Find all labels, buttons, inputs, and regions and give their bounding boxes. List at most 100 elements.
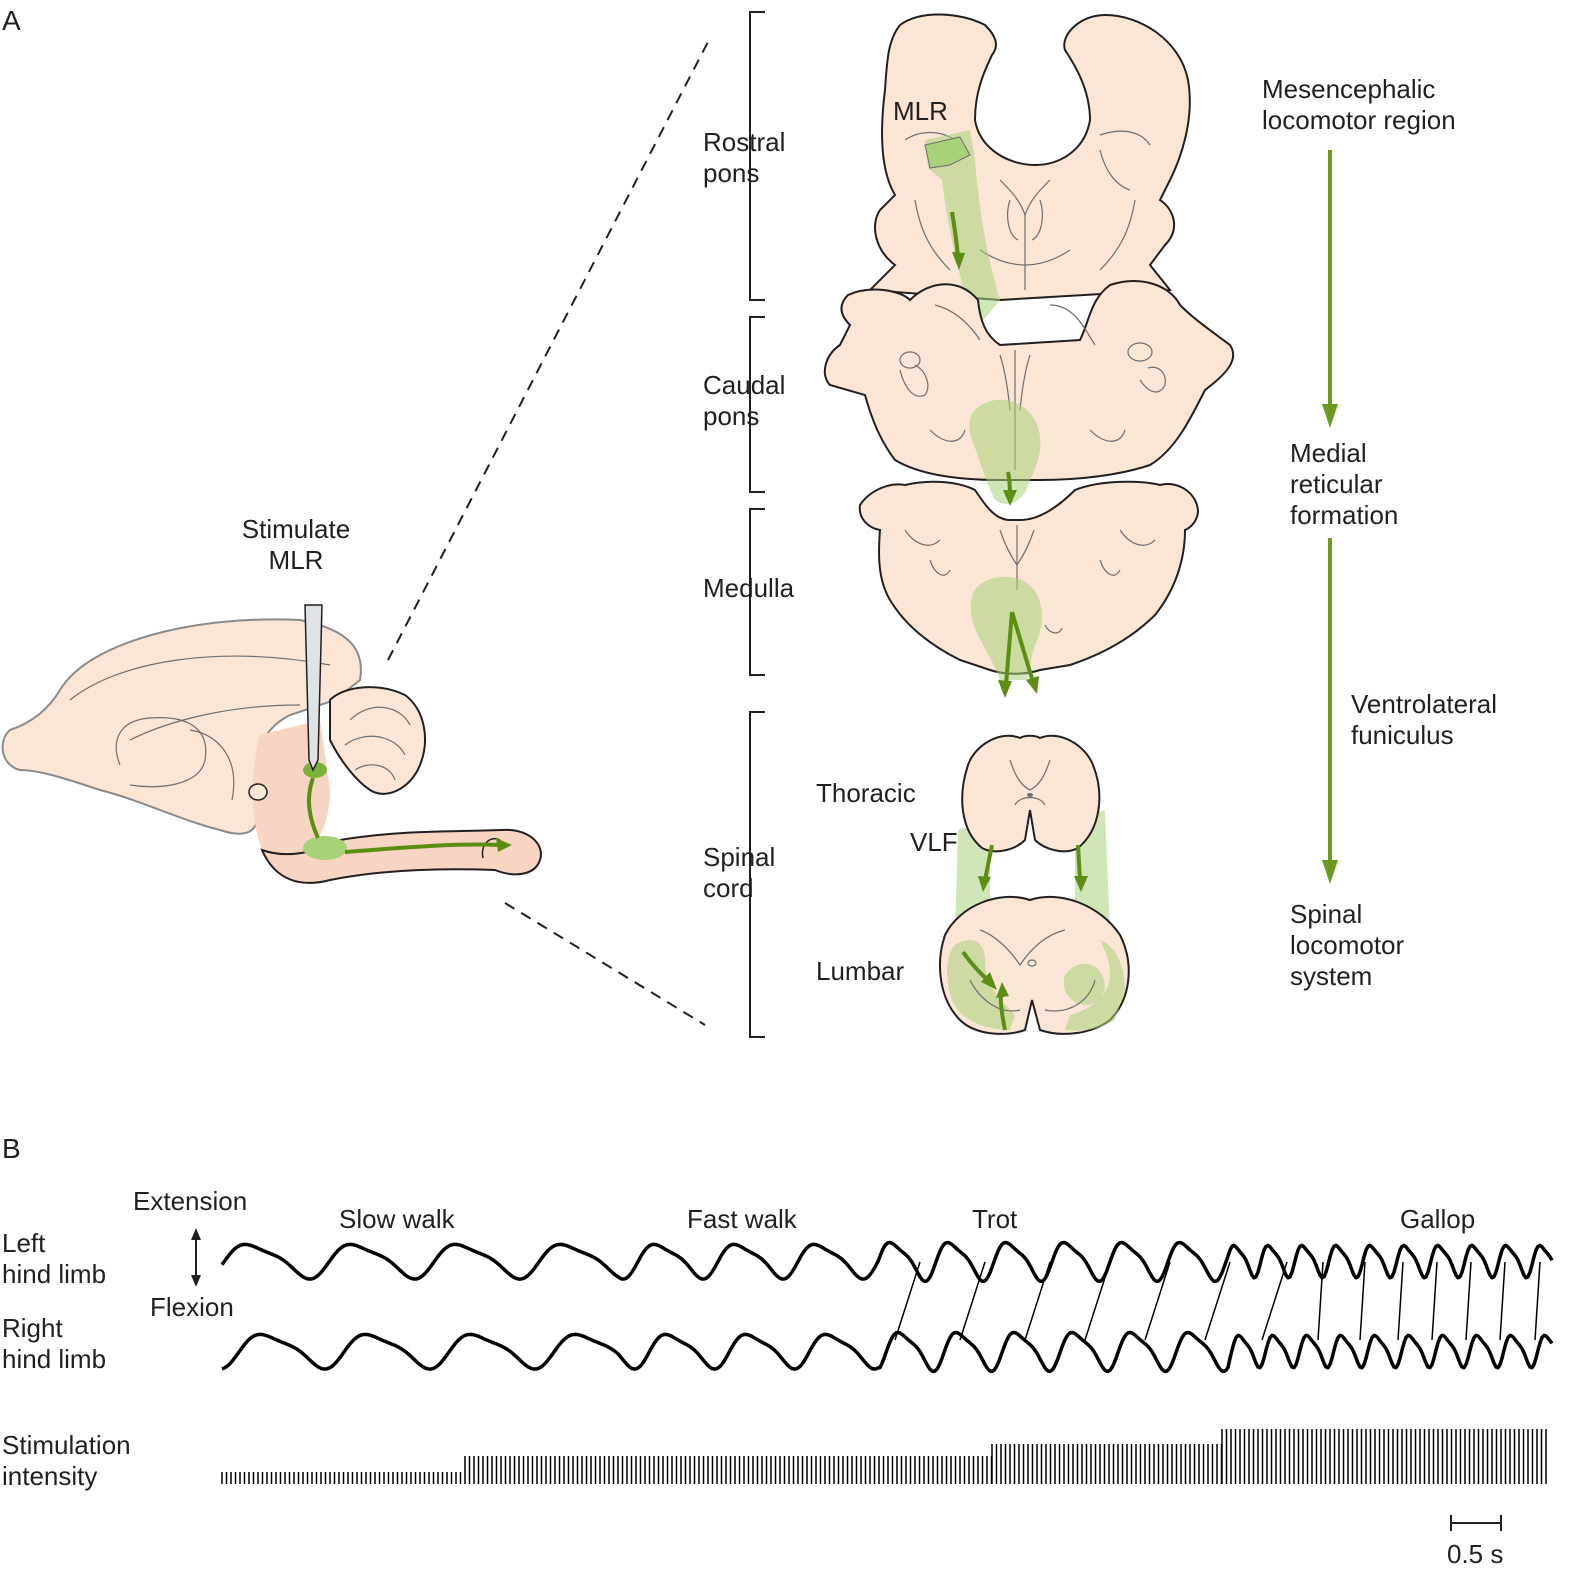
pathway-step-spinal: Spinal bbox=[1290, 899, 1362, 929]
region-label: cord bbox=[703, 873, 754, 903]
vlf-label: VLF bbox=[910, 827, 958, 857]
rp-detail bbox=[979, 249, 1071, 266]
lc-grey bbox=[969, 979, 1021, 1012]
phase-line bbox=[959, 1261, 986, 1341]
rp-detail bbox=[1099, 199, 1136, 271]
pathway-step-mlr: locomotor region bbox=[1262, 105, 1456, 135]
brain-arrowhead bbox=[496, 838, 512, 852]
stimulate-label: MLR bbox=[269, 545, 324, 575]
md-detail bbox=[1044, 624, 1063, 634]
mlr-nucleus bbox=[924, 136, 971, 169]
flexion-label: Flexion bbox=[150, 1292, 234, 1322]
zoom-dashed-top bbox=[387, 37, 711, 661]
cerebellum-fold-1 bbox=[349, 706, 411, 726]
cerebellum bbox=[329, 686, 426, 795]
cp-detail bbox=[929, 429, 966, 442]
lumbar-cord bbox=[939, 895, 1130, 1035]
mlr-label: MLR bbox=[893, 96, 948, 126]
md-arrow-2 bbox=[1010, 611, 1035, 683]
lumbar-label: Lumbar bbox=[816, 956, 904, 986]
cerebellum-fold-2 bbox=[344, 735, 406, 756]
rp-arrowhead bbox=[952, 252, 965, 270]
phase-line bbox=[1465, 1261, 1472, 1341]
stimulation-bars bbox=[221, 1429, 1547, 1484]
caudal-pons-section bbox=[823, 280, 1235, 506]
medulla-section bbox=[858, 480, 1200, 698]
bracket-spinal-cord bbox=[749, 711, 765, 1038]
caudal-pons-outline bbox=[823, 280, 1235, 481]
right-limb-label: hind limb bbox=[2, 1344, 106, 1374]
brain-arrow-1 bbox=[306, 777, 320, 839]
cerebrum-fold-1 bbox=[115, 717, 207, 788]
pathway-step-spinal: system bbox=[1290, 961, 1372, 991]
gait-label: Slow walk bbox=[339, 1204, 456, 1234]
md-detail bbox=[929, 559, 951, 576]
cerebrum-fold-2 bbox=[69, 655, 331, 701]
right-limb-trace bbox=[221, 1330, 1554, 1374]
pathway-arrowhead-1 bbox=[1322, 404, 1338, 428]
lumbar-arrowhead-2 bbox=[996, 982, 1009, 998]
cp-nucleus bbox=[1127, 342, 1153, 362]
vlf-arrowhead-right bbox=[1074, 876, 1088, 892]
cp-detail bbox=[1019, 354, 1031, 411]
pathway-vlf-label: funiculus bbox=[1351, 720, 1454, 750]
panel-b-letter: B bbox=[2, 1133, 21, 1164]
region-label: Medulla bbox=[703, 573, 795, 603]
cp-arrowhead bbox=[1003, 490, 1017, 506]
pathway-arrowhead-2 bbox=[1322, 860, 1338, 884]
phase-line bbox=[1317, 1261, 1324, 1341]
md-arrowhead-1 bbox=[998, 680, 1012, 698]
cerebrum-fold-3 bbox=[129, 704, 301, 741]
gait-label: Gallop bbox=[1400, 1204, 1475, 1234]
right-limb-label: Right bbox=[2, 1313, 63, 1343]
zoom-dashed-bottom bbox=[504, 902, 706, 1026]
mlr-spot bbox=[303, 762, 327, 778]
lc-grey bbox=[1044, 979, 1096, 1012]
pathway-step-reticular: Medial bbox=[1290, 438, 1367, 468]
pituitary bbox=[248, 783, 268, 801]
md-detail bbox=[999, 529, 1035, 567]
rostral-pons-section bbox=[867, 13, 1191, 330]
panel-a-letter: A bbox=[2, 5, 21, 36]
stimulation-label: Stimulation bbox=[2, 1430, 131, 1460]
pathway-vlf-label: Ventrolateral bbox=[1351, 689, 1497, 719]
arrow-up-icon bbox=[191, 1228, 201, 1240]
bracket-caudal-pons bbox=[749, 316, 765, 493]
vlf-arrowhead-left bbox=[978, 876, 991, 892]
gait-label: Trot bbox=[972, 1204, 1018, 1234]
md-detail bbox=[1119, 529, 1156, 546]
bracket-medulla bbox=[749, 508, 765, 676]
lc-grey bbox=[979, 929, 1066, 967]
thoracic-label: Thoracic bbox=[816, 778, 916, 808]
md-detail bbox=[1099, 559, 1121, 576]
rp-detail bbox=[1099, 149, 1131, 191]
md-detail bbox=[904, 529, 941, 546]
gait-label: Fast walk bbox=[687, 1204, 798, 1234]
cerebrum bbox=[1, 618, 362, 835]
region-label: pons bbox=[703, 158, 759, 188]
extension-label: Extension bbox=[133, 1186, 247, 1216]
phase-line bbox=[894, 1261, 921, 1341]
arrow-down-icon bbox=[191, 1275, 201, 1287]
tc-grey bbox=[1009, 759, 1051, 791]
phase-line bbox=[1499, 1261, 1506, 1341]
lumbar-right-activity bbox=[1063, 963, 1105, 1005]
vlf-arrow-right bbox=[1076, 844, 1082, 881]
tc-grey bbox=[1014, 796, 1046, 806]
cerebrum-fold-4 bbox=[189, 729, 235, 801]
md-arrowhead-2 bbox=[1026, 676, 1039, 694]
left-limb-trace bbox=[220, 1240, 1554, 1284]
phase-line bbox=[1261, 1261, 1288, 1341]
bracket-rostral-pons bbox=[749, 11, 765, 301]
region-label: Caudal bbox=[703, 370, 785, 400]
electrode bbox=[304, 604, 323, 772]
region-label: Rostral bbox=[703, 127, 785, 157]
pathway-step-spinal: locomotor bbox=[1290, 930, 1404, 960]
sagittal-brain bbox=[1, 604, 542, 884]
cp-detail bbox=[1049, 304, 1096, 346]
phase-link-lines bbox=[894, 1261, 1541, 1341]
stimulation-label: intensity bbox=[2, 1461, 97, 1491]
cerebellum-fold-3 bbox=[354, 764, 396, 781]
stimulate-label: Stimulate bbox=[242, 514, 350, 544]
